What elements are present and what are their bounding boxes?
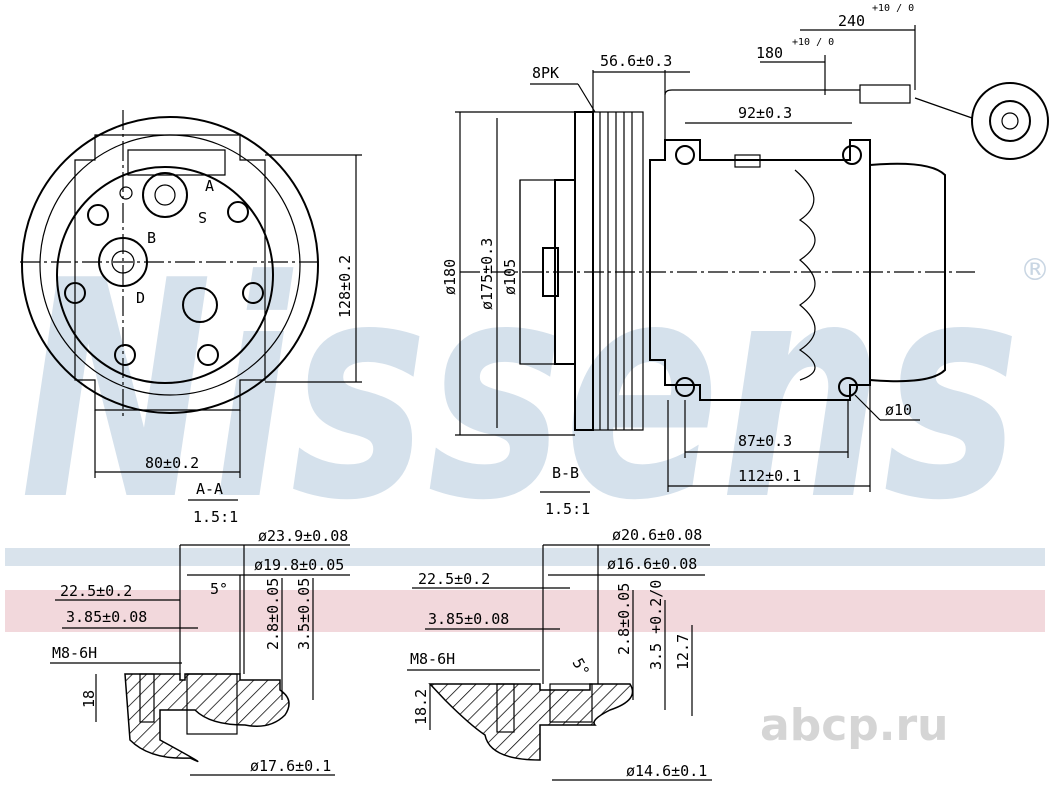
mount-bottom-dim: 87±0.3 [738,432,792,450]
accent-band [5,590,1045,632]
section-b-step: 3.85±0.08 [428,610,509,628]
cable-180-dim: 180 [756,44,783,62]
section-b-detail: ø20.6±0.08 ø16.6±0.08 22.5±0.2 3.85±0.08… [407,526,712,781]
mount-top-dim: 92±0.3 [738,104,792,122]
section-a-d3: ø17.6±0.1 [250,757,331,775]
section-a-thread: M8-6H [52,644,97,662]
port-label-b: B [147,229,156,247]
section-b-depth3: 12.7 [674,634,692,670]
registered-mark: ® [1020,253,1050,288]
hub-diameter-dim: ø105 [501,259,519,295]
section-a-d1: ø23.9±0.08 [258,527,348,545]
pulley-diameter-dim: ø175±0.3 [478,238,496,310]
pulley-offset-dim: 56.6±0.3 [600,52,672,70]
hole-diameter-dim: ø10 [885,401,912,419]
port-label-s: S [198,208,207,226]
section-b-height: 18.2 [412,689,430,725]
section-a-depth2: 3.5±0.05 [295,578,313,650]
section-a-step: 3.85±0.08 [66,608,147,626]
cable-240-dim: 240 [838,12,865,30]
section-a-len: 22.5±0.2 [60,582,132,600]
section-a-height: 18 [80,690,98,708]
section-b-depth2: 3.5 +0.2/0 [647,580,665,670]
length-dim: 112±0.1 [738,467,801,485]
section-a-angle: 5° [210,580,228,598]
outer-diameter-dim: ø180 [441,259,459,295]
section-b-d3: ø14.6±0.1 [626,762,707,780]
section-a-d2: ø19.8±0.05 [254,556,344,574]
port-label-d: D [136,289,145,307]
belt-label: 8PK [532,64,559,82]
section-b-angle: 5° [569,655,594,680]
section-b-scale: 1.5:1 [545,500,590,518]
front-view: A B D S 128±0.2 80±0.2 A-A 1.5:1 [20,110,362,526]
front-width-dim: 80±0.2 [145,454,199,472]
site-watermark: abcp.ru [760,700,949,751]
section-b-len: 22.5±0.2 [418,570,490,588]
side-view: ø180 ø175±0.3 ø105 8PK 56.6±0.3 92±0.3 1… [441,3,1049,518]
section-a-scale: 1.5:1 [193,508,238,526]
section-a-detail: ø23.9±0.08 ø19.8±0.05 5° 22.5±0.2 3.85±0… [50,527,350,776]
section-b-d1: ø20.6±0.08 [612,526,702,544]
section-b-title: B-B [552,464,579,482]
port-label-a: A [205,177,214,195]
section-a-title: A-A [196,480,223,498]
section-b-thread: M8-6H [410,650,455,668]
cable-240-tol: +10 / 0 [872,3,914,14]
brand-band [5,548,1045,566]
section-b-d2: ø16.6±0.08 [607,555,697,573]
front-height-dim: 128±0.2 [336,255,354,318]
section-a-depth1: 2.8±0.05 [264,578,282,650]
section-b-depth1: 2.8±0.05 [615,583,633,655]
cable-180-tol: +10 / 0 [792,37,834,48]
